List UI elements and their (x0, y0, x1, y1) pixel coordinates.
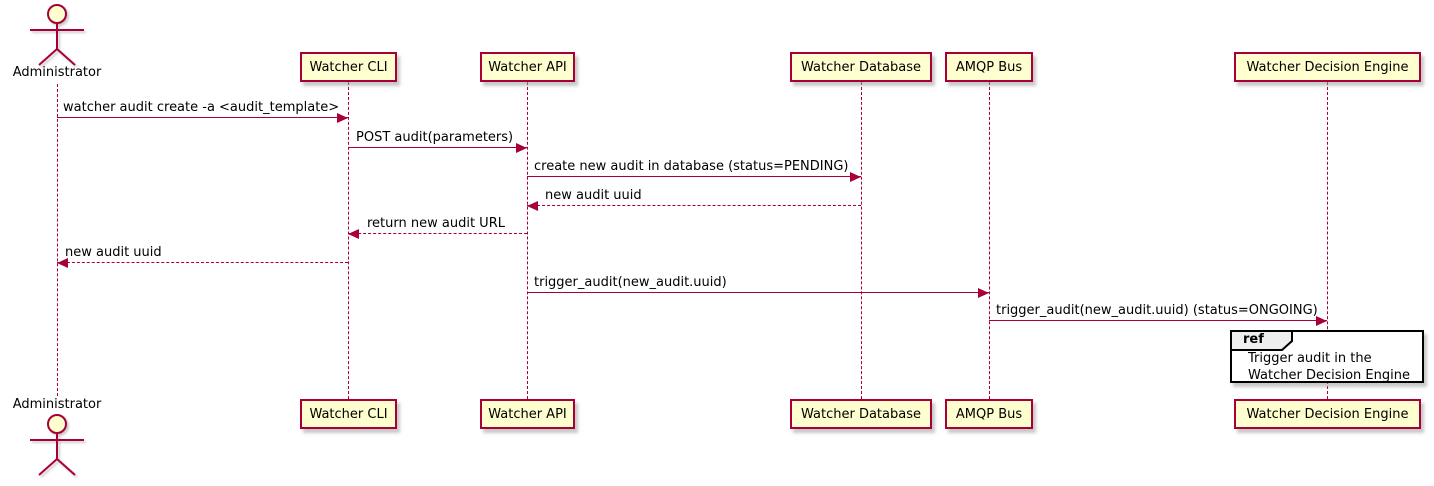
actor-label-administrator-top: Administrator (12, 65, 102, 80)
arrowhead-right-icon (1316, 316, 1327, 326)
participant-watcher-database-bottom: Watcher Database (790, 399, 932, 429)
administrator-actor-icon (30, 4, 84, 66)
lifeline-watcher-database (861, 82, 862, 399)
message-label-2: POST audit(parameters) (356, 130, 514, 145)
arrowhead-left-icon (57, 258, 68, 268)
ref-tab-icon (1230, 330, 1293, 351)
administrator-actor-icon (30, 414, 84, 476)
message-arrow-1 (57, 113, 348, 123)
ref-text-line-1: Trigger audit in the (1248, 351, 1372, 366)
actor-label-administrator-bottom: Administrator (12, 397, 102, 412)
lifeline-watcher-api (527, 82, 528, 399)
participant-watcher-api-top: Watcher API (480, 52, 575, 82)
arrowhead-right-icon (516, 143, 527, 153)
lifeline-watcher-cli (348, 82, 349, 399)
arrowhead-left-icon (348, 229, 359, 239)
message-label-8: trigger_audit(new_audit.uuid) (status=ON… (996, 303, 1318, 318)
message-label-6: new audit uuid (65, 245, 162, 260)
participant-watcher-api-bottom: Watcher API (480, 399, 575, 429)
participant-watcher-cli-top: Watcher CLI (300, 52, 397, 82)
arrowhead-right-icon (978, 288, 989, 298)
message-arrow-5 (348, 229, 527, 239)
ref-keyword: ref (1243, 332, 1264, 347)
ref-body: Trigger audit in the Watcher Decision En… (1248, 350, 1410, 384)
ref-text-line-2: Watcher Decision Engine (1248, 368, 1410, 383)
participant-amqp-bus-bottom: AMQP Bus (945, 399, 1033, 429)
participant-watcher-database-top: Watcher Database (790, 52, 932, 82)
lifeline-amqp-bus (989, 82, 990, 399)
message-label-5: return new audit URL (367, 216, 505, 231)
participant-watcher-decision-engine-top: Watcher Decision Engine (1234, 52, 1421, 82)
lifeline-watcher-decision-engine (1327, 82, 1328, 399)
message-label-3: create new audit in database (status=PEN… (534, 159, 849, 174)
participant-amqp-bus-top: AMQP Bus (945, 52, 1033, 82)
arrowhead-left-icon (527, 201, 538, 211)
message-arrow-6 (57, 258, 348, 268)
message-arrow-2 (348, 143, 527, 153)
participant-watcher-cli-bottom: Watcher CLI (300, 399, 397, 429)
message-arrow-4 (527, 201, 861, 211)
ref-fragment: ref Trigger audit in the Watcher Decisio… (1230, 330, 1424, 383)
message-label-1: watcher audit create -a <audit_template> (63, 100, 340, 115)
arrowhead-right-icon (337, 113, 348, 123)
lifeline-administrator (57, 84, 58, 396)
participant-watcher-decision-engine-bottom: Watcher Decision Engine (1234, 399, 1421, 429)
message-arrow-3 (527, 172, 861, 182)
message-label-7: trigger_audit(new_audit.uuid) (534, 275, 727, 290)
message-arrow-7 (527, 288, 989, 298)
message-arrow-8 (989, 316, 1327, 326)
arrowhead-right-icon (850, 172, 861, 182)
message-label-4: new audit uuid (545, 188, 642, 203)
